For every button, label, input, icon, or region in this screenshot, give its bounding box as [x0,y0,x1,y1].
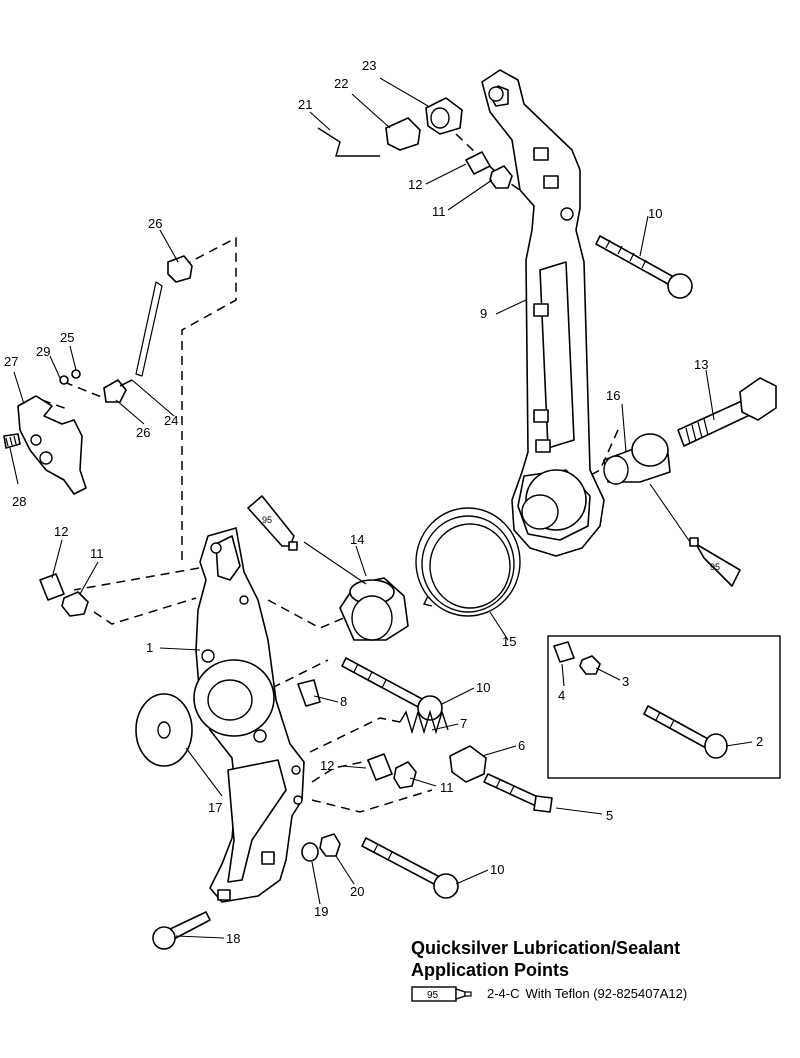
callout-11: 11 [440,780,454,795]
legend-title-line-1: Quicksilver Lubrication/Sealant [411,938,681,958]
lubricant-tube-upper: 95 [247,495,298,551]
callout-26: 26 [148,216,162,231]
callout-11: 11 [90,546,104,561]
callout-6: 6 [518,738,525,753]
lubricant-tube-icon: 95 [411,986,472,1002]
callout-26: 26 [136,425,150,440]
callout-17: 17 [208,800,222,815]
hex-bolt-part-13 [677,377,777,447]
legend-tube-number: 95 [427,990,439,1001]
callout-16: 16 [606,388,620,403]
callout-22: 22 [334,76,348,91]
callout-leaders [9,77,753,939]
callout-28: 28 [12,494,26,509]
callout-3: 3 [622,674,629,689]
bushing-part-14 [339,577,409,641]
lever-part-1 [193,527,305,903]
callout-8: 8 [340,694,347,709]
callout-12: 12 [320,758,334,773]
callout-15: 15 [502,634,516,649]
callout-21: 21 [298,97,312,112]
link-rod-part-24 [59,255,193,403]
callout-5: 5 [606,808,613,823]
callout-1: 1 [146,640,153,655]
callout-24: 24 [164,413,178,428]
callout-10: 10 [490,862,504,877]
callout-25: 25 [60,330,74,345]
callout-10: 10 [476,680,490,695]
callout-9: 9 [480,306,487,321]
nuts-and-caps [39,151,601,862]
callout-10: 10 [648,206,662,221]
tube-label: 95 [262,515,272,525]
screws [152,235,728,950]
lubricant-tube-lower: 95 [689,537,741,587]
legend-title-line-2: Application Points [411,960,570,980]
legend-item-description: With Teflon (92-825407A12) [525,986,688,1001]
callout-12: 12 [54,524,68,539]
callout-11: 11 [432,204,446,219]
cam-lever-part-27 [3,395,87,495]
legend-item: 95 2-4-C With Teflon (92-825407A12) [411,983,796,1005]
inset-box [547,635,781,779]
callout-12: 12 [408,177,422,192]
lever-arm-part-9 [481,69,605,557]
callout-27: 27 [4,354,18,369]
tube-label: 95 [710,562,720,572]
assembly-dashed-lines [41,133,619,813]
washer-part-17 [135,693,193,767]
callout-14: 14 [350,532,364,547]
callout-29: 29 [36,344,50,359]
clip-fitting-bushing-21-23 [317,97,463,157]
callout-20: 20 [350,884,364,899]
callout-2: 2 [756,734,763,749]
callout-4: 4 [558,688,565,703]
roller-part-6 [449,745,487,783]
legend-item-code: 2-4-C [487,986,520,1001]
legend-item-text: 2-4-C With Teflon (92-825407A12) [487,986,687,1001]
callout-19: 19 [314,904,328,919]
callout-23: 23 [362,58,376,73]
spring-part-7 [399,709,449,735]
callout-numbers: 23 22 21 12 11 10 9 13 16 26 24 26 25 29… [4,58,763,946]
callout-13: 13 [694,357,708,372]
callout-18: 18 [226,931,240,946]
flanged-bushing-part-16 [603,433,671,485]
lubrication-legend: Quicksilver Lubrication/Sealant Applicat… [411,937,796,1005]
torsion-spring-part-15 [415,507,521,617]
callout-7: 7 [460,716,467,731]
